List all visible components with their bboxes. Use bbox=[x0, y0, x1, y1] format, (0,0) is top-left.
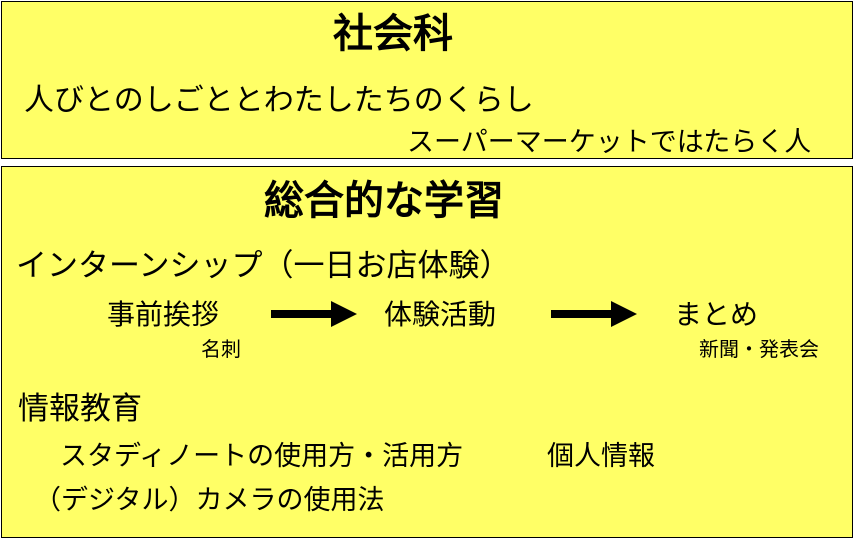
step-experience-activity: 体験活動 bbox=[384, 298, 497, 331]
internship-heading: インターンシップ（一日お店体験） bbox=[16, 248, 511, 284]
info-item-camera-usage: （デジタル）カメラの使用法 bbox=[34, 485, 385, 516]
step-summary: まとめ bbox=[674, 298, 759, 331]
integrated-study-title: 総合的な学習 bbox=[264, 178, 504, 224]
social-topic-text: スーパーマーケットではたらく人 bbox=[407, 127, 812, 158]
integrated-study-panel: 総合的な学習 インターンシップ（一日お店体験） 事前挨拶 名刺 体験活動 まとめ… bbox=[1, 166, 853, 538]
social-unit-text: 人びとのしごととわたしたちのくらし bbox=[24, 83, 534, 118]
arrow-right-icon bbox=[551, 301, 637, 327]
arrow-right-icon bbox=[271, 301, 357, 327]
social-studies-title: 社会科 bbox=[333, 11, 453, 57]
info-education-heading: 情報教育 bbox=[18, 391, 142, 427]
step-note-business-card: 名刺 bbox=[201, 337, 241, 361]
step-note-newspaper-presentation: 新聞・発表会 bbox=[699, 337, 819, 361]
info-item-study-note: スタディノートの使用方・活用方 bbox=[60, 441, 464, 472]
info-item-personal-info: 個人情報 bbox=[547, 441, 655, 472]
social-studies-panel: 社会科 人びとのしごととわたしたちのくらし スーパーマーケットではたらく人 bbox=[1, 1, 853, 159]
step-pre-greeting: 事前挨拶 bbox=[107, 298, 220, 331]
